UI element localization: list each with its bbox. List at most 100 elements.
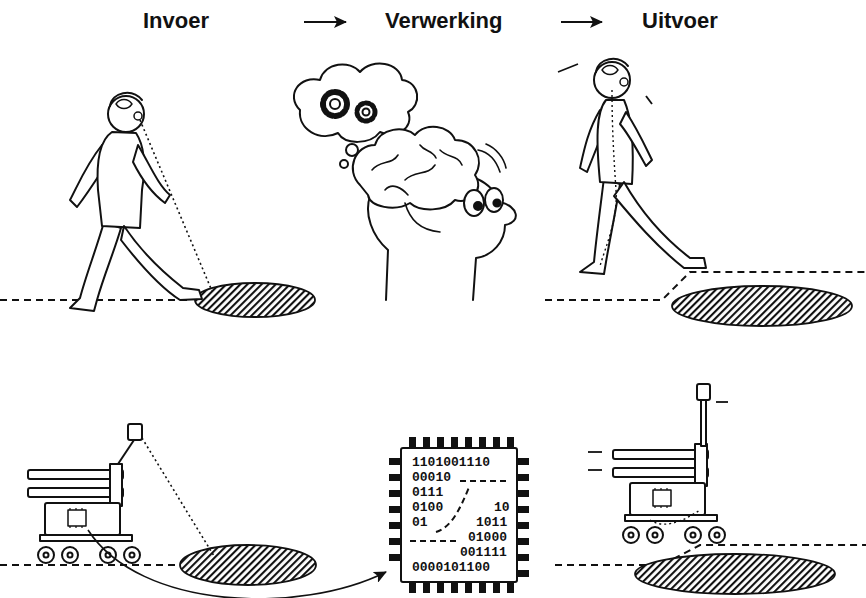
robot-part: [44, 553, 49, 558]
stage-title: Invoer: [143, 6, 209, 36]
thinking-head-part: [323, 92, 347, 116]
motion-lines: [588, 402, 728, 470]
robot-part: [130, 553, 135, 558]
robot-part: [100, 547, 116, 563]
robot-part: [68, 553, 73, 558]
hole: [672, 286, 852, 326]
robot-part: [715, 533, 720, 538]
stage-title: Verwerking: [385, 6, 502, 36]
chip-pins-part: [437, 582, 444, 593]
robot-part: [623, 527, 639, 543]
walking-person-part: [580, 178, 620, 274]
walking-person-part: [594, 62, 630, 98]
thinking-head: [294, 64, 516, 300]
robot-part: [647, 527, 663, 543]
robot-part: [701, 400, 706, 446]
hole: [195, 283, 315, 317]
robot-part: [62, 547, 78, 563]
walking-person-part: [602, 66, 618, 75]
flow-arrow: [304, 21, 346, 23]
binary-digits: 1101001110: [412, 455, 490, 470]
thinking-head-part: [340, 160, 348, 168]
robot-part: [70, 508, 82, 528]
robot-part: [695, 444, 707, 486]
stage-heading: Invoer: [140, 6, 302, 36]
chip-pins-part: [517, 522, 529, 529]
thinking-head-part: [485, 188, 503, 212]
processor-chip: 1101001110000100111010010011011010000011…: [400, 447, 518, 583]
robot-part: [653, 533, 658, 538]
sight-line: [142, 438, 214, 556]
robot-part: [697, 384, 710, 400]
walking-person-part: [620, 112, 652, 166]
chip-pins-part: [493, 582, 500, 593]
robot-part: [685, 527, 701, 543]
robot-part: [629, 533, 634, 538]
chip-pins-part: [517, 538, 529, 545]
chip-pins-part: [517, 458, 529, 465]
robot-part: [613, 450, 708, 459]
thinking-head-part: [357, 103, 375, 121]
motion-lines-part: [588, 451, 602, 453]
chip-pins-part: [517, 570, 529, 577]
binary-digits: 01000: [468, 530, 507, 545]
chip-trace: [460, 480, 508, 482]
robot-part: [630, 483, 705, 515]
robot: [28, 424, 142, 563]
robot-part: [28, 470, 123, 479]
robot-path: [650, 510, 700, 524]
thinking-head-part: [363, 109, 370, 116]
thinking-head-part: [474, 202, 482, 210]
chip-pins-part: [465, 582, 472, 593]
walking-person-part: [121, 226, 202, 300]
robot-part: [613, 468, 708, 477]
robot-part: [655, 488, 667, 508]
motion-lines-part: [716, 401, 728, 403]
chip-pins-part: [507, 582, 514, 593]
stage-heading: Verwerking: [348, 6, 559, 36]
flow-arrow: [561, 21, 602, 23]
robot-part: [709, 527, 725, 543]
ground-line: [0, 564, 180, 566]
thinking-head-part: [478, 144, 506, 172]
chip-pins: [389, 437, 529, 593]
thinking-head-part: [405, 203, 440, 232]
stage-title: Uitvoer: [642, 6, 718, 36]
robot-part: [124, 547, 140, 563]
chip-pins-part: [479, 582, 486, 593]
walking-person-part: [620, 78, 628, 86]
walking-person-part: [134, 112, 142, 120]
binary-digits: 00010: [412, 470, 451, 485]
robot-part: [68, 510, 86, 526]
robot-part: [28, 488, 123, 497]
robot-part: [118, 440, 134, 464]
nerve-line: [600, 90, 616, 266]
binary-digits: 1011: [476, 515, 507, 530]
stage-heading: Uitvoer: [604, 6, 764, 36]
walking-person-part: [70, 222, 121, 311]
robot-part: [691, 533, 696, 538]
chip-trace: [410, 540, 460, 542]
chip-pins-part: [451, 582, 458, 593]
thinking-head-part: [353, 127, 479, 210]
binary-digits: 10: [494, 500, 510, 515]
binary-digits: 0000101100: [412, 560, 490, 575]
walking-person-part: [116, 100, 132, 109]
chip-pins-part: [517, 490, 529, 497]
robot-part: [653, 490, 671, 506]
walking-person-part: [133, 145, 170, 203]
binary-digits: 01: [412, 515, 428, 530]
motion-lines: [558, 64, 652, 104]
robot-part: [40, 535, 132, 541]
robot-part: [45, 503, 120, 535]
thinking-head-part: [464, 190, 484, 216]
ground-line-part: [0, 564, 180, 566]
chip-pins-part: [517, 474, 529, 481]
robot-part: [38, 547, 54, 563]
binary-digits: 0100: [412, 500, 443, 515]
robot-part: [625, 515, 717, 521]
motion-lines-part: [588, 469, 602, 471]
thinking-head-part: [372, 145, 462, 195]
chip-pins-part: [409, 582, 416, 593]
